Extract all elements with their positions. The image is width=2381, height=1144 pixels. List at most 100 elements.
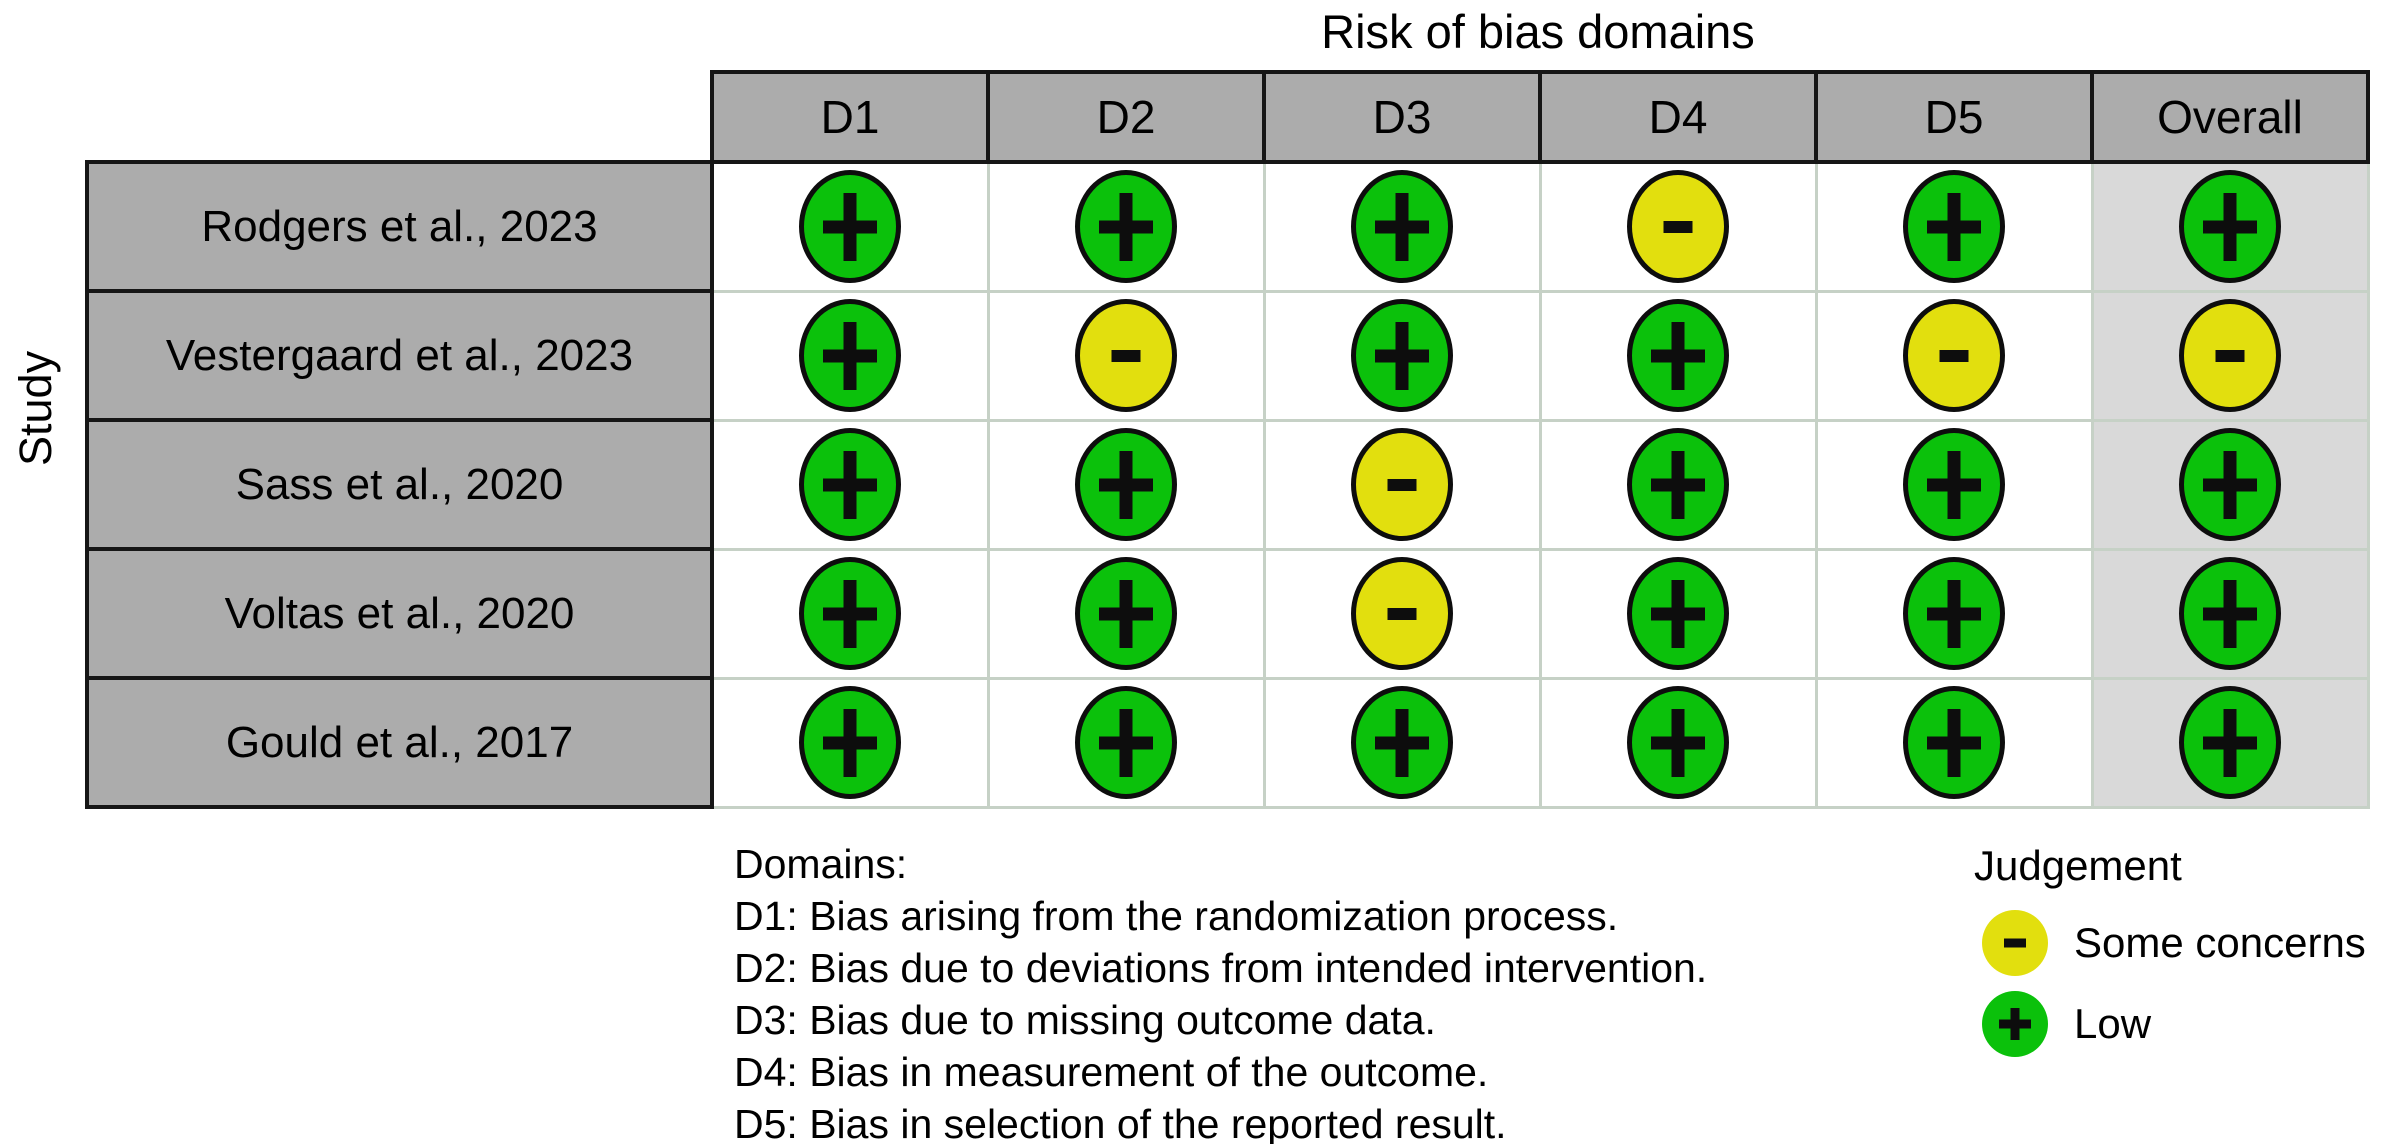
judgement-low-icon: [1903, 428, 2005, 541]
judgement-cell: [1262, 547, 1542, 680]
symbol-vertical-bar: [843, 579, 857, 648]
judgement-low-icon: [1627, 557, 1729, 670]
judgement-cell: [986, 289, 1266, 422]
footnotes-heading: Domains:: [734, 841, 908, 887]
judgement-low-icon: [1075, 170, 1177, 284]
symbol-vertical-bar: [1119, 192, 1133, 261]
column-header-d1: D1: [710, 70, 990, 164]
symbol-vertical-bar: [843, 708, 857, 777]
footnote-d1: D1: Bias arising from the randomization …: [734, 893, 1619, 939]
judgement-some-concerns-icon: [2179, 299, 2281, 412]
judgement-cell: [710, 418, 990, 551]
symbol-vertical-bar: [1119, 579, 1133, 648]
study-name: Sass et al., 2020: [85, 418, 714, 551]
symbol-vertical-bar: [2223, 450, 2237, 519]
column-header-d5: D5: [1814, 70, 2094, 164]
symbol-vertical-bar: [1395, 321, 1409, 390]
judgement-legend: Judgement Some concerns Low: [1974, 842, 2366, 1057]
judgement-cell: [1262, 418, 1542, 551]
judgement-some-concerns-icon: [1627, 170, 1729, 284]
judgement-low-icon: [1627, 299, 1729, 412]
rob-table: D1 D2 D3 D4 D5 Overall Rodgers et al., 2…: [85, 70, 2370, 809]
judgement-cell: [1538, 547, 1818, 680]
judgement-cell: [1538, 418, 1818, 551]
judgement-cell: [710, 160, 990, 293]
judgement-low-icon: [2179, 428, 2281, 541]
judgement-low-icon: [1982, 991, 2048, 1057]
symbol-vertical-bar: [1947, 579, 1961, 648]
plot-title: Risk of bias domains: [1321, 5, 1755, 58]
study-row: Voltas et al., 2020: [85, 547, 2370, 680]
symbol-vertical-bar: [843, 321, 857, 390]
study-name: Gould et al., 2017: [85, 676, 714, 809]
symbol-horizontal-bar: [1111, 349, 1141, 362]
symbol-horizontal-bar: [1387, 607, 1417, 620]
study-row: Vestergaard et al., 2023: [85, 289, 2370, 422]
domain-header-row: D1 D2 D3 D4 D5 Overall: [87, 70, 2370, 164]
judgement-low-icon: [1075, 557, 1177, 670]
legend-entry-low: Low: [1974, 991, 2366, 1057]
symbol-horizontal-bar: [1939, 349, 1969, 362]
symbol-vertical-bar: [1119, 450, 1133, 519]
legend-title: Judgement: [1974, 842, 2182, 889]
footnote-d5: D5: Bias in selection of the reported re…: [734, 1101, 1507, 1144]
symbol-vertical-bar: [1671, 579, 1685, 648]
symbol-vertical-bar: [1947, 708, 1961, 777]
judgement-cell: [986, 547, 1266, 680]
symbol-vertical-bar: [843, 192, 857, 261]
column-header-d4: D4: [1538, 70, 1818, 164]
judgement-low-icon: [1075, 686, 1177, 799]
judgement-low-icon: [799, 686, 902, 799]
judgement-cell: [2090, 676, 2370, 809]
judgement-cell: [2090, 289, 2370, 422]
symbol-vertical-bar: [2223, 708, 2237, 777]
legend-label-low: Low: [2074, 1000, 2152, 1047]
judgement-low-icon: [1351, 686, 1453, 799]
symbol-vertical-bar: [1671, 708, 1685, 777]
symbol-vertical-bar: [1947, 192, 1961, 261]
judgement-cell: [1262, 676, 1542, 809]
judgement-low-icon: [1903, 686, 2005, 799]
footnote-d4: D4: Bias in measurement of the outcome.: [734, 1049, 1489, 1095]
judgement-some-concerns-icon: [1903, 299, 2005, 412]
legend-label-some-concerns: Some concerns: [2074, 919, 2366, 966]
judgement-low-icon: [1627, 428, 1729, 541]
judgement-cell: [2090, 418, 2370, 551]
judgement-cell: [1814, 289, 2094, 422]
judgement-cell: [1814, 547, 2094, 680]
domain-footnotes: Domains: D1: Bias arising from the rando…: [734, 838, 1707, 1144]
column-header-overall: Overall: [2090, 70, 2370, 164]
study-name: Rodgers et al., 2023: [85, 160, 714, 293]
study-name: Voltas et al., 2020: [85, 547, 714, 680]
y-axis-title: Study: [10, 350, 61, 466]
judgement-low-icon: [1903, 170, 2005, 284]
judgement-cell: [986, 160, 1266, 293]
judgement-low-icon: [2179, 170, 2281, 284]
symbol-vertical-bar: [1947, 450, 1961, 519]
judgement-cell: [710, 676, 990, 809]
study-name: Vestergaard et al., 2023: [85, 289, 714, 422]
judgement-low-icon: [1351, 170, 1453, 284]
judgement-cell: [986, 676, 1266, 809]
legend-some-concerns-icon-slot: [1982, 910, 2048, 976]
symbol-vertical-bar: [1671, 321, 1685, 390]
judgement-cell: [1538, 160, 1818, 293]
judgement-some-concerns-icon: [1982, 910, 2048, 976]
symbol-vertical-bar: [1395, 708, 1409, 777]
column-header-d2: D2: [986, 70, 1266, 164]
judgement-cell: [2090, 160, 2370, 293]
judgement-cell: [710, 547, 990, 680]
judgement-low-icon: [799, 170, 902, 284]
symbol-vertical-bar: [1119, 708, 1133, 777]
study-row: Gould et al., 2017: [85, 676, 2370, 809]
judgement-low-icon: [1627, 686, 1729, 799]
legend-entry-some-concerns: Some concerns: [1974, 910, 2366, 976]
symbol-horizontal-bar: [1387, 478, 1417, 491]
judgement-some-concerns-icon: [1351, 428, 1453, 541]
judgement-low-icon: [1903, 557, 2005, 670]
symbol-vertical-bar: [2223, 579, 2237, 648]
symbol-vertical-bar: [1395, 192, 1409, 261]
judgement-cell: [1538, 289, 1818, 422]
